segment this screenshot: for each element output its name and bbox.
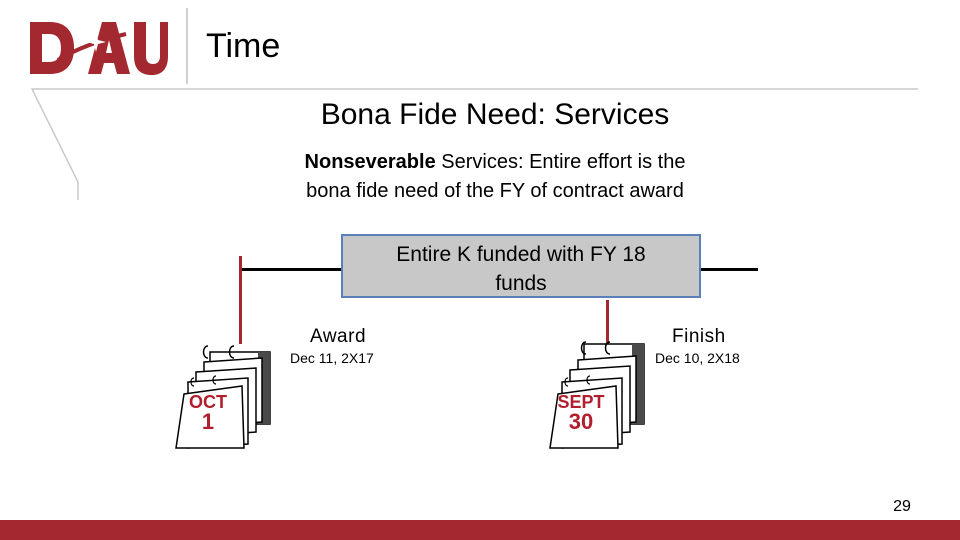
page-number: 29 (893, 498, 911, 515)
calendar-pages-icon (549, 341, 645, 449)
header-divider (186, 8, 188, 84)
header-title: Time (206, 27, 281, 65)
funding-box-line2: funds (495, 272, 547, 295)
slide-subtitle: Nonseverable Services: Entire effort is … (200, 148, 790, 206)
funding-box-line1: Entire K funded with FY 18 (396, 243, 646, 266)
finish-label: Finish (672, 326, 726, 347)
calendar-month: SEPT (557, 392, 605, 412)
calendar-pages-icon (175, 345, 271, 449)
calendar-day: 1 (201, 409, 215, 434)
subtitle-line1: Services: Entire effort is the (435, 151, 686, 173)
timeline-right-line (701, 268, 758, 271)
slide-title: Bona Fide Need: Services (320, 98, 670, 131)
calendar-month: OCT (189, 392, 227, 412)
calendar-oct-icon: OCT 1 (170, 340, 280, 450)
subtitle-bold-term: Nonseverable (304, 151, 436, 173)
timeline-left-line (241, 268, 343, 271)
award-marker (239, 256, 242, 344)
finish-date: Dec 10, 2X18 (655, 350, 740, 366)
award-label: Award (310, 326, 367, 347)
finish-marker (606, 300, 609, 344)
calendar-day: 30 (568, 409, 594, 434)
subtitle-line2: bona fide need of the FY of contract awa… (306, 180, 684, 202)
award-date: Dec 11, 2X17 (290, 350, 374, 366)
funding-box: Entire K funded with FY 18 funds (341, 234, 701, 298)
footer-bar (0, 520, 960, 540)
calendar-sept-icon: SEPT 30 (544, 340, 654, 450)
header-rule (30, 88, 918, 200)
dau-logo (30, 22, 168, 75)
